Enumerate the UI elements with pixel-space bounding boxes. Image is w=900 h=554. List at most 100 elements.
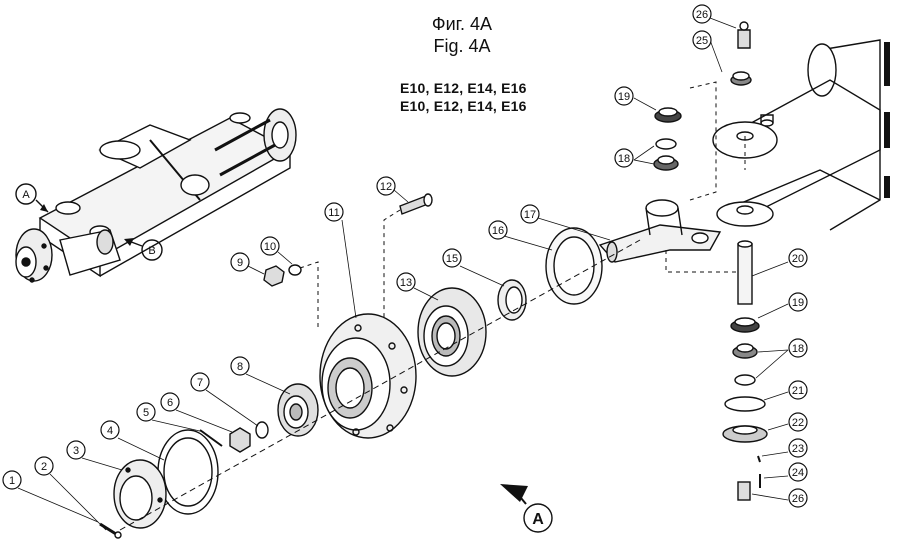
part-callout-circle bbox=[788, 438, 808, 458]
part-callout-9: 9 bbox=[230, 252, 250, 272]
part-callout-18: 18 bbox=[788, 338, 808, 358]
figure-title-en: Fig. 4A bbox=[433, 36, 491, 56]
part-callout-6: 6 bbox=[160, 392, 180, 412]
part-callout-circle bbox=[396, 272, 416, 292]
bolt-12 bbox=[399, 193, 433, 215]
hub-11 bbox=[319, 313, 417, 439]
part-callout-circle bbox=[442, 248, 462, 268]
part-callout-20: 20 bbox=[788, 248, 808, 268]
view-a-top-letter: A bbox=[22, 189, 30, 201]
part-callout-circle bbox=[692, 30, 712, 50]
part-callout-18: 18 bbox=[614, 148, 634, 168]
part-number-label: 10 bbox=[264, 241, 276, 253]
part-number-label: 1 bbox=[9, 475, 15, 487]
model-list-line-2: E10, E12, E14, E16 bbox=[400, 98, 527, 114]
part-callout-25: 25 bbox=[692, 30, 712, 50]
part-callout-circle bbox=[788, 248, 808, 268]
part-number-label: 5 bbox=[143, 407, 149, 419]
part-callout-circle bbox=[788, 412, 808, 432]
part-callout-17: 17 bbox=[520, 204, 540, 224]
part-number-label: 13 bbox=[400, 277, 412, 289]
part-number-label: 12 bbox=[380, 181, 392, 193]
page-edge-mark bbox=[884, 112, 890, 148]
page-edge-mark bbox=[884, 42, 890, 86]
part-callout-24: 24 bbox=[788, 462, 808, 482]
part-number-label: 18 bbox=[618, 153, 630, 165]
gasket-4 bbox=[157, 429, 219, 515]
part-callout-23: 23 bbox=[788, 438, 808, 458]
part-number-label: 15 bbox=[446, 253, 458, 265]
part-number-label: 8 bbox=[237, 361, 243, 373]
part-callout-5: 5 bbox=[136, 402, 156, 422]
part-callout-16: 16 bbox=[488, 220, 508, 240]
part-number-label: 3 bbox=[73, 445, 79, 457]
part-callout-13: 13 bbox=[396, 272, 416, 292]
part-callout-circle bbox=[488, 220, 508, 240]
part-number-label: 17 bbox=[524, 209, 536, 221]
part-callout-1: 1 bbox=[2, 470, 22, 490]
part-number-label: 24 bbox=[792, 467, 804, 479]
part-callout-22: 22 bbox=[788, 412, 808, 432]
part-callout-12: 12 bbox=[376, 176, 396, 196]
view-a-arrow-head bbox=[500, 484, 528, 502]
part-callout-26: 26 bbox=[788, 488, 808, 508]
part-callout-circle bbox=[376, 176, 396, 196]
view-b-letter: B bbox=[148, 245, 155, 257]
part-callout-circle bbox=[2, 470, 22, 490]
axle-beam-right bbox=[712, 39, 881, 231]
part-callout-circle bbox=[190, 372, 210, 392]
washer-7 bbox=[255, 421, 269, 439]
upper-kingpin-stack bbox=[653, 21, 752, 171]
part-callout-4: 4 bbox=[100, 420, 120, 440]
part-number-label: 19 bbox=[618, 91, 630, 103]
cotter-pin-5 bbox=[199, 429, 223, 447]
part-callout-circle bbox=[614, 86, 634, 106]
part-callout-circle bbox=[788, 380, 808, 400]
part-callout-circle bbox=[788, 292, 808, 312]
castle-nut-6 bbox=[229, 427, 251, 453]
part-number-label: 26 bbox=[792, 493, 804, 505]
part-callout-19: 19 bbox=[788, 292, 808, 312]
steering-knuckle bbox=[598, 199, 722, 263]
nut-9 bbox=[263, 265, 285, 287]
ring-15 bbox=[497, 279, 527, 321]
part-callout-circle bbox=[160, 392, 180, 412]
part-number-label: 25 bbox=[696, 35, 708, 47]
part-callout-circle bbox=[788, 462, 808, 482]
part-number-label: 11 bbox=[328, 207, 339, 219]
view-a-arrow-circle bbox=[523, 503, 553, 533]
hub-cap-3 bbox=[113, 459, 167, 529]
axle-assembly-overview bbox=[15, 108, 297, 283]
part-callout-26: 26 bbox=[692, 4, 712, 24]
part-callout-circle bbox=[136, 402, 156, 422]
figure-title-ru: Фиг. 4А bbox=[431, 14, 493, 34]
part-number-label: 2 bbox=[41, 461, 47, 473]
part-callout-circle bbox=[66, 440, 86, 460]
part-number-label: 7 bbox=[197, 377, 203, 389]
part-number-label: 18 bbox=[792, 343, 804, 355]
part-callout-circle bbox=[260, 236, 280, 256]
model-list-line-1: E10, E12, E14, E16 bbox=[400, 80, 527, 96]
washer-10 bbox=[288, 264, 302, 276]
part-number-label: 26 bbox=[696, 9, 708, 21]
part-callout-11: 11 bbox=[324, 202, 344, 222]
part-callout-21: 21 bbox=[788, 380, 808, 400]
page-edge-mark bbox=[884, 176, 890, 198]
view-a-callout bbox=[15, 183, 37, 205]
part-callout-circle bbox=[230, 356, 250, 376]
part-number-label: 20 bbox=[792, 253, 804, 265]
part-number-label: 22 bbox=[792, 417, 804, 429]
part-callout-circle bbox=[788, 338, 808, 358]
part-callout-circle bbox=[100, 420, 120, 440]
part-callout-circle bbox=[788, 488, 808, 508]
part-callout-circle bbox=[692, 4, 712, 24]
part-number-label: 16 bbox=[492, 225, 504, 237]
part-callout-circle bbox=[520, 204, 540, 224]
part-callout-circle bbox=[324, 202, 344, 222]
part-callout-circle bbox=[230, 252, 250, 272]
part-number-label: 19 bbox=[792, 297, 804, 309]
bearing-13 bbox=[417, 287, 487, 377]
part-number-label: 9 bbox=[237, 257, 243, 269]
part-number-label: 6 bbox=[167, 397, 173, 409]
